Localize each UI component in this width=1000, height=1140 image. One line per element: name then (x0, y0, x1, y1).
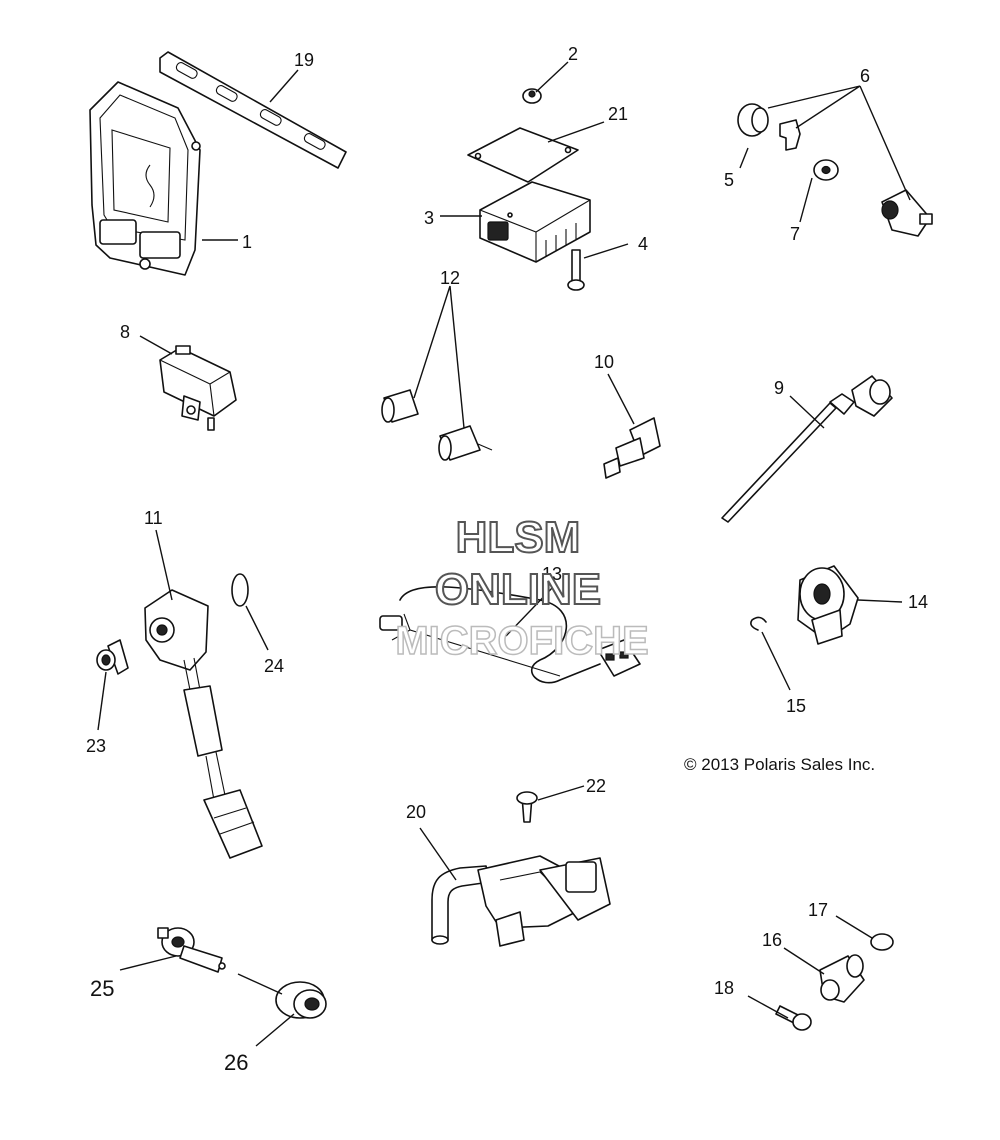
part-grommet-26 (275, 981, 327, 1019)
callout-25: 25 (90, 976, 114, 1001)
callout-22: 22 (586, 776, 606, 796)
callouts: 1 2 3 4 5 6 7 8 9 10 11 12 13 14 15 16 1… (86, 44, 928, 1075)
part-module (479, 181, 591, 263)
part-grommet-5 (737, 103, 769, 137)
callout-3: 3 (424, 208, 434, 228)
part-screw-4 (567, 249, 585, 291)
callout-14: 14 (908, 592, 928, 612)
part-position-sensor (144, 589, 263, 859)
callout-26: 26 (224, 1050, 248, 1075)
part-knock-sensor (797, 565, 859, 645)
part-elbow-fitting (819, 954, 865, 1003)
callout-4: 4 (638, 234, 648, 254)
callout-6: 6 (860, 66, 870, 86)
callout-10: 10 (594, 352, 614, 372)
part-screw-22 (516, 791, 538, 823)
callout-1: 1 (242, 232, 252, 252)
callout-23: 23 (86, 736, 106, 756)
part-temp-sensor (603, 417, 661, 479)
callout-20: 20 (406, 802, 426, 822)
part-ecu (89, 81, 201, 276)
callout-8: 8 (120, 322, 130, 342)
part-pin-2 (438, 425, 493, 461)
part-bracket (159, 51, 347, 169)
callout-16: 16 (762, 930, 782, 950)
part-wire-harness (379, 586, 641, 684)
part-tab (779, 119, 801, 151)
callout-9: 9 (774, 378, 784, 398)
callout-18: 18 (714, 978, 734, 998)
watermark-line-2: ONLINE (435, 565, 601, 614)
callout-5: 5 (724, 170, 734, 190)
callout-12: 12 (440, 268, 460, 288)
part-sensor-6 (881, 189, 933, 237)
part-oring-24 (231, 573, 249, 607)
part-bolt-18 (775, 1005, 812, 1031)
copyright-notice: © 2013 Polaris Sales Inc. (684, 755, 875, 774)
leader-lines (97, 61, 911, 1047)
part-nut (522, 88, 542, 104)
part-oring-17 (870, 933, 894, 951)
part-valve (431, 855, 611, 947)
part-clip (750, 616, 767, 631)
callout-7: 7 (790, 224, 800, 244)
watermark: HLSM ONLINE MICROFICHE (395, 512, 650, 664)
part-map-sensor (159, 345, 237, 431)
callout-13: 13 (542, 564, 562, 584)
callout-11: 11 (144, 508, 163, 528)
watermark-line-3: MICROFICHE (395, 619, 648, 663)
callout-21: 21 (608, 104, 628, 124)
part-bolt-23 (96, 639, 129, 675)
callout-15: 15 (786, 696, 806, 716)
callout-17: 17 (808, 900, 828, 920)
callout-2: 2 (568, 44, 578, 64)
part-pin-1 (381, 389, 419, 423)
part-probe (157, 927, 226, 973)
part-cover-gasket (467, 127, 579, 183)
watermark-line-1: HLSM (456, 513, 581, 562)
part-washer-7 (813, 159, 839, 181)
part-speed-sensor (721, 375, 893, 523)
callout-24: 24 (264, 656, 284, 676)
callout-19: 19 (294, 50, 314, 70)
